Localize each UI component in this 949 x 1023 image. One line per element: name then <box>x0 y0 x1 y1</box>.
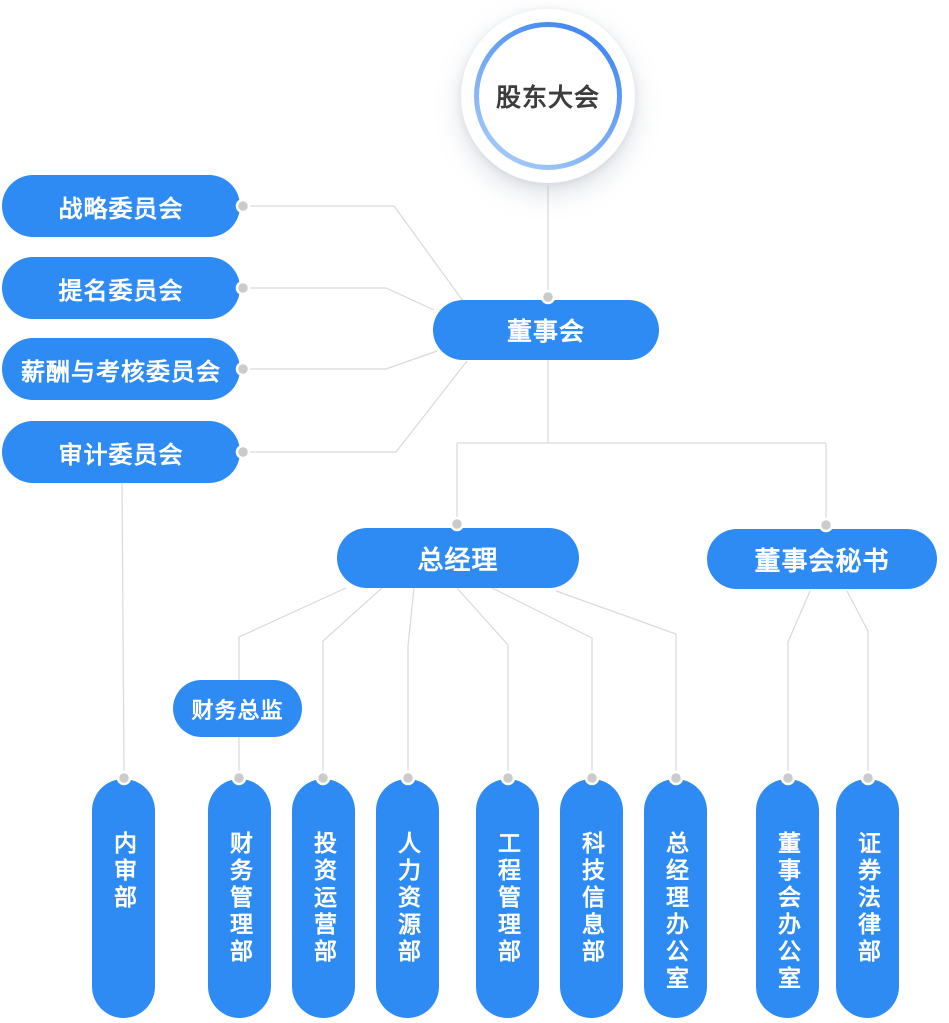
node-committee-strategy: 战略委员会 <box>2 175 240 237</box>
node-label: 证券法律部 <box>854 831 881 966</box>
node-label: 股东大会 <box>495 84 600 112</box>
node-dept-finance-management: 财务管理部 <box>208 779 271 1018</box>
node-label: 财务管理部 <box>226 831 253 966</box>
node-label: 内审部 <box>110 831 137 912</box>
node-committee-remuneration: 薪酬与考核委员会 <box>2 338 240 400</box>
node-board-of-directors: 董事会 <box>433 300 659 360</box>
node-dept-technology-information: 科技信息部 <box>560 779 623 1018</box>
node-label: 董事会办公室 <box>774 831 801 993</box>
node-label: 董事会秘书 <box>754 545 890 576</box>
node-label: 财务总监 <box>191 697 284 723</box>
node-label: 审计委员会 <box>58 441 184 469</box>
node-label: 人力资源部 <box>394 831 421 966</box>
node-label: 总经理办公室 <box>662 831 689 993</box>
node-label: 总经理 <box>417 544 499 575</box>
node-committee-audit: 审计委员会 <box>2 421 240 483</box>
node-dept-internal-audit: 内审部 <box>92 779 155 1018</box>
node-label: 董事会 <box>506 318 585 346</box>
node-label: 科技信息部 <box>578 831 605 966</box>
node-dept-human-resources: 人力资源部 <box>376 779 439 1018</box>
node-shareholders-meeting: 股东大会 <box>461 9 635 183</box>
node-general-manager: 总经理 <box>337 528 579 588</box>
circle-ring <box>474 22 622 170</box>
node-board-secretary: 董事会秘书 <box>707 529 937 589</box>
node-committee-nomination: 提名委员会 <box>2 257 240 319</box>
node-label: 投资运营部 <box>310 831 337 966</box>
node-dept-gm-office: 总经理办公室 <box>644 779 707 1018</box>
node-label: 薪酬与考核委员会 <box>21 358 221 386</box>
node-dept-securities-legal: 证券法律部 <box>836 779 899 1018</box>
node-label: 提名委员会 <box>58 277 184 305</box>
node-cfo: 财务总监 <box>173 680 302 737</box>
node-dept-board-office: 董事会办公室 <box>756 779 819 1018</box>
node-label: 战略委员会 <box>58 195 184 223</box>
node-dept-engineering-management: 工程管理部 <box>476 779 539 1018</box>
node-label: 工程管理部 <box>494 831 521 966</box>
node-dept-investment-operations: 投资运营部 <box>292 779 355 1018</box>
